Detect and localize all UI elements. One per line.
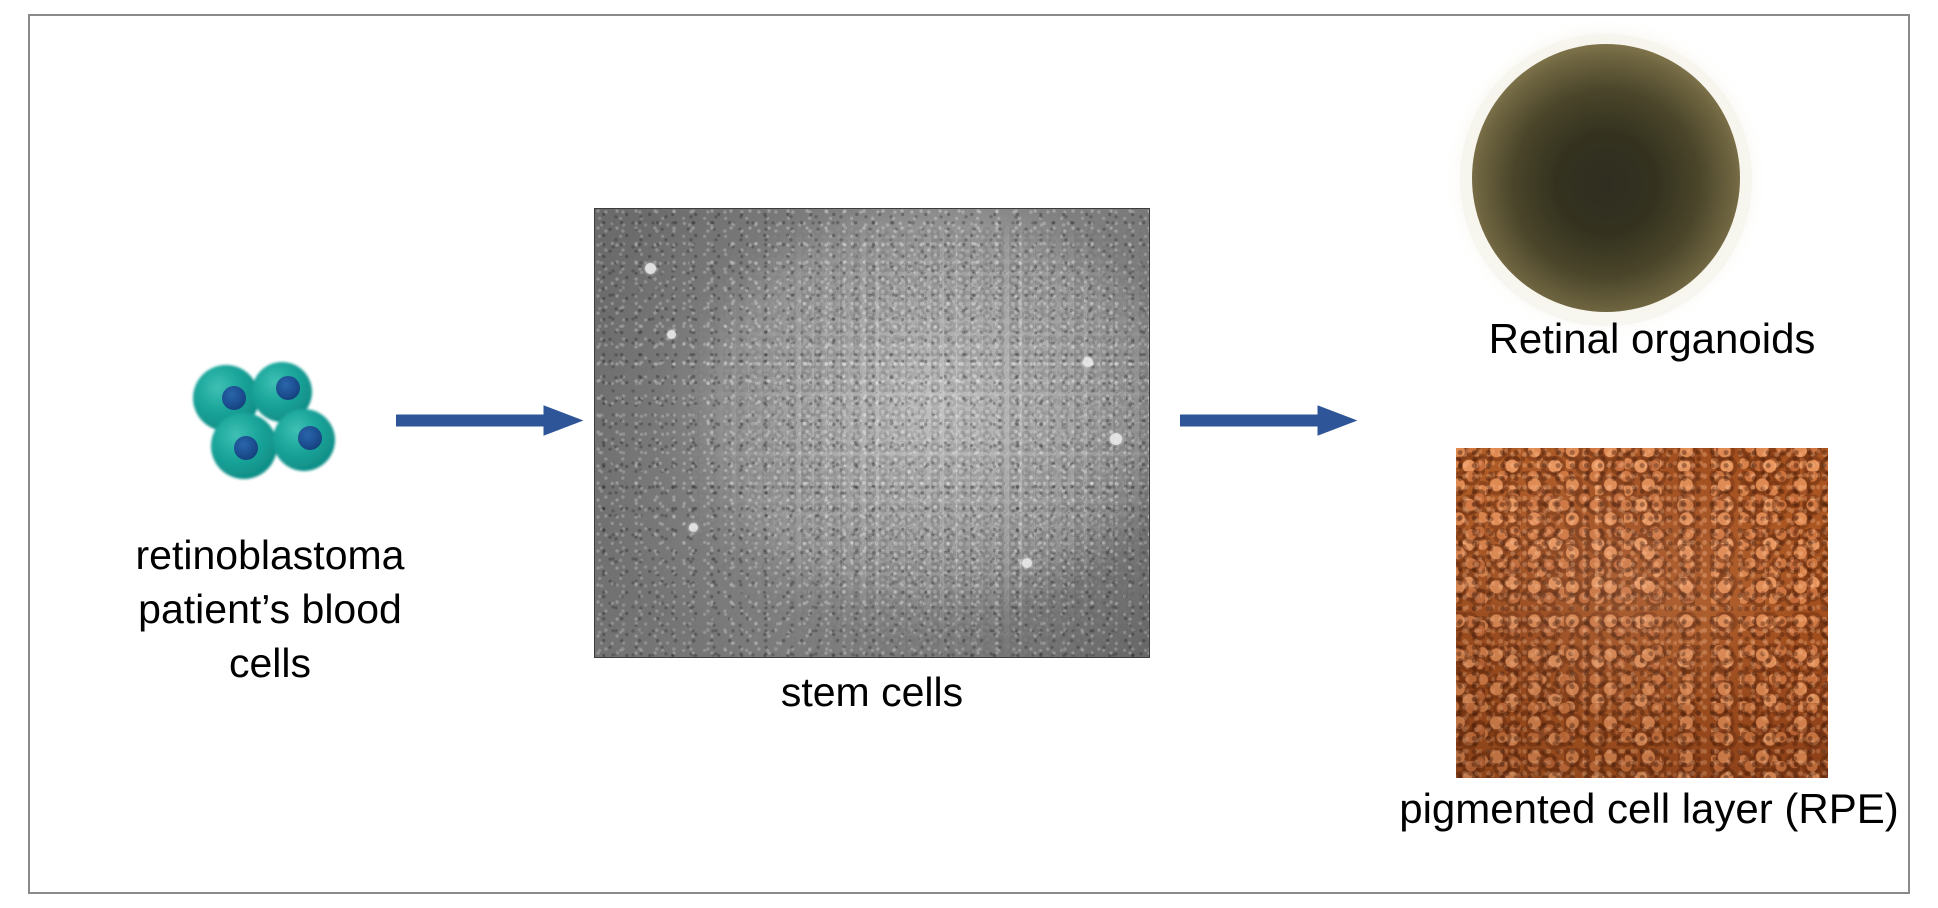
rpe-shading bbox=[1456, 448, 1828, 778]
blood-cell-cluster-icon bbox=[178, 358, 368, 488]
micrograph-vignette bbox=[595, 209, 1149, 657]
rpe-panel: pigmented cell layer (RPE) bbox=[1399, 448, 1899, 832]
micrograph-speck bbox=[667, 329, 677, 339]
micrograph-speck bbox=[689, 522, 699, 532]
stem-cells-caption: stem cells bbox=[780, 669, 964, 715]
retinal-organoid-panel: Retinal organoids bbox=[1394, 34, 1914, 374]
micrograph-speck bbox=[1021, 558, 1032, 569]
rpe-pigment-granules bbox=[1456, 448, 1828, 778]
blood-cells-label-line-1: retinoblastoma bbox=[135, 532, 405, 578]
micrograph-background bbox=[595, 209, 1149, 657]
micrograph-speck bbox=[1082, 356, 1093, 367]
micrograph-grain bbox=[595, 209, 1149, 657]
stem-cell-colony-micrograph bbox=[594, 208, 1150, 658]
rpe-caption: pigmented cell layer (RPE) bbox=[1399, 785, 1899, 832]
micrograph-colony-texture bbox=[683, 226, 1149, 657]
micrograph-speck bbox=[1110, 433, 1123, 445]
blood-cells-label-line-2: patient’s blood bbox=[138, 586, 402, 632]
retinal-organoids-caption: Retinal organoids bbox=[1488, 315, 1816, 362]
arrow-blood-to-stem-icon bbox=[396, 398, 596, 444]
blood-cells-label: retinoblastoma patient’s blood cells bbox=[60, 528, 480, 690]
micrograph-speck bbox=[644, 262, 656, 274]
retinal-organoid-sphere bbox=[1472, 44, 1740, 312]
pigmented-rpe-monolayer bbox=[1456, 448, 1828, 778]
stem-cell-panel: stem cells bbox=[594, 208, 1150, 715]
blood-cells-label-line-3: cells bbox=[228, 640, 312, 686]
arrow-stem-to-outputs-icon bbox=[1180, 398, 1370, 444]
rpe-cobblestone-texture bbox=[1456, 448, 1828, 778]
